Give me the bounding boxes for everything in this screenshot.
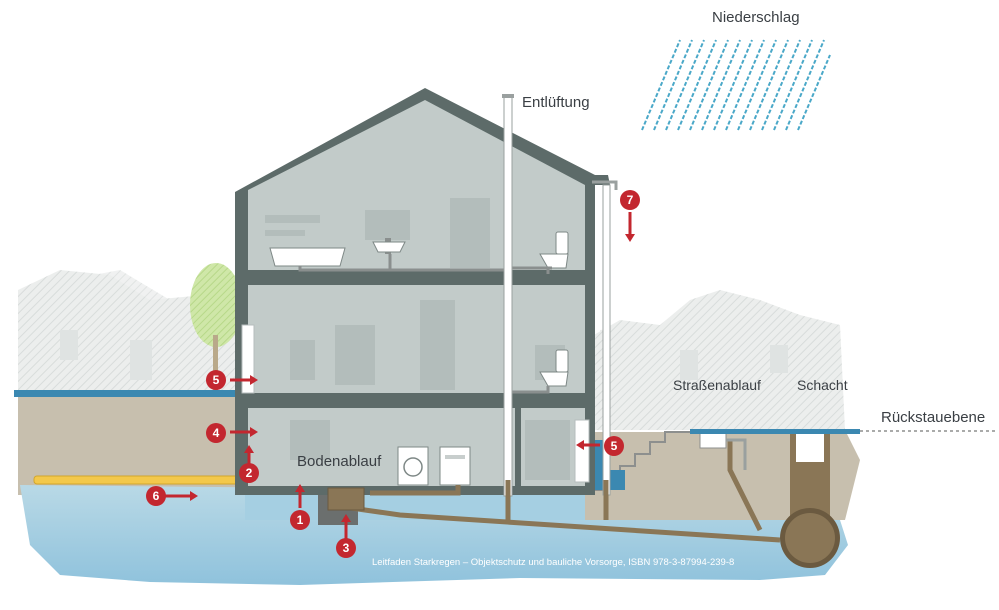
label-backflow-level: Rückstauebene [881, 409, 986, 426]
background-buildings-right [585, 290, 845, 430]
groundwater [20, 485, 848, 585]
label-vent: Entlüftung [522, 94, 590, 111]
marker-6: 6 [146, 486, 166, 506]
floor-drain-box [327, 487, 365, 511]
toilet-upper [539, 231, 569, 269]
label-precipitation: Niederschlag [712, 9, 800, 26]
main-sewer [780, 508, 840, 568]
washing-machine [397, 446, 429, 486]
marker-5-left: 5 [206, 370, 226, 390]
drain-pipes [298, 254, 552, 394]
marker-5-right: 5 [604, 436, 624, 456]
flow-arrows [165, 212, 635, 540]
yellow-pipe [33, 475, 247, 485]
marker-1: 1 [290, 510, 310, 530]
rain-streaks [641, 39, 831, 131]
window-right-basement [574, 419, 590, 483]
label-street-drain: Straßenablauf [673, 377, 761, 393]
street-drain [699, 429, 747, 470]
washbasin [372, 238, 406, 254]
vent-pipe [502, 94, 514, 497]
street-surface-right [690, 429, 860, 434]
label-floor-drain: Bodenablauf [297, 453, 382, 470]
marker-3: 3 [336, 538, 356, 558]
background-buildings-left [18, 270, 245, 392]
bathtub [269, 247, 346, 267]
tree [190, 263, 242, 390]
dryer [439, 446, 471, 486]
marker-7: 7 [620, 190, 640, 210]
source-credit: Leitfaden Starkregen – Objektschutz und … [372, 557, 735, 568]
label-manhole: Schacht [797, 377, 848, 393]
marker-2: 2 [239, 463, 259, 483]
street-surface-left [14, 390, 246, 397]
toilet-middle [539, 349, 569, 387]
marker-4: 4 [206, 423, 226, 443]
